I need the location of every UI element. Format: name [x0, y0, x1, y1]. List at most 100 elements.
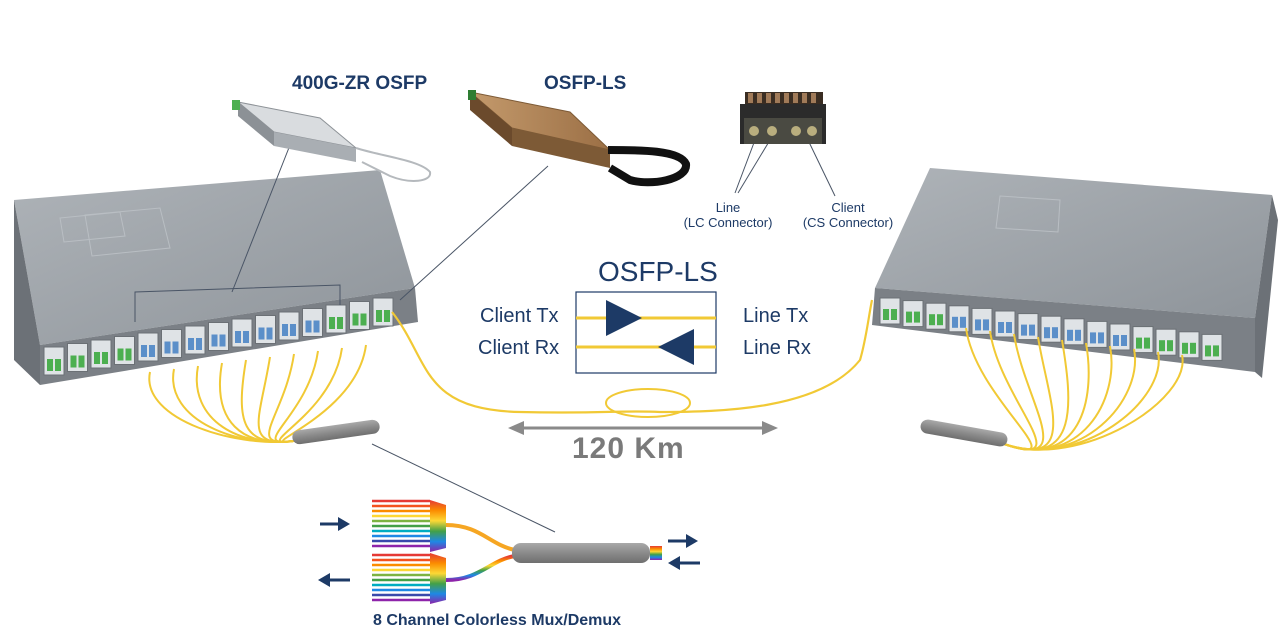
- port-connector: [1190, 342, 1196, 354]
- fiber-strand: [240, 359, 301, 443]
- port-connector: [384, 310, 390, 322]
- right-mux-tube: [920, 419, 1008, 447]
- mux-arrows: [318, 517, 700, 587]
- left-mux-tube: [292, 419, 380, 445]
- fiber-cables: [148, 327, 1184, 451]
- port-connector: [1205, 345, 1211, 357]
- port-connector: [998, 322, 1004, 333]
- mux-demux-caption: 8 Channel Colorless Mux/Demux: [373, 612, 622, 629]
- right-switch-ports: [879, 297, 1223, 361]
- port-connector: [360, 313, 367, 326]
- rx-amplifier-icon: [658, 329, 694, 365]
- port-connector: [149, 345, 155, 357]
- port-connector: [290, 324, 296, 336]
- fiber-strand: [1003, 336, 1055, 451]
- port-connector: [1044, 327, 1050, 339]
- line-connector-label: Line (LC Connector): [672, 200, 784, 230]
- port-connector: [1029, 324, 1035, 336]
- port-connector: [952, 316, 958, 328]
- amplifier-box-title: OSFP-LS: [598, 256, 718, 287]
- port-connector: [235, 331, 241, 343]
- port-connector: [329, 317, 335, 329]
- port-connector: [243, 331, 249, 343]
- line-connector-type: (LC Connector): [683, 215, 773, 230]
- port-connector: [94, 352, 100, 364]
- ls-module-label: OSFP-LS: [544, 73, 627, 94]
- port-connector: [929, 314, 935, 326]
- port-connector: [883, 309, 889, 320]
- fiber-strand: [1003, 342, 1090, 451]
- port-connector: [1167, 340, 1173, 352]
- port-connector: [305, 320, 312, 333]
- port-connector: [1021, 324, 1027, 336]
- tx-amplifier-icon: [606, 300, 642, 336]
- left-switch-ports: [43, 297, 394, 376]
- port-connector: [188, 338, 194, 350]
- port-connector: [914, 311, 920, 323]
- port-connector: [983, 319, 989, 331]
- left-switch: [14, 170, 418, 385]
- port-connector: [47, 359, 53, 371]
- port-connector: [1159, 340, 1165, 352]
- port-connector: [352, 313, 359, 326]
- port-connector: [937, 314, 943, 326]
- port-connector: [70, 355, 77, 368]
- port-connector: [172, 341, 179, 354]
- port-connector: [55, 359, 61, 371]
- port-connector: [906, 311, 912, 323]
- port-connector: [891, 309, 897, 320]
- line-tx-label: Line Tx: [743, 305, 809, 327]
- client-tx-label: Client Tx: [480, 305, 559, 327]
- port-connector: [258, 327, 265, 340]
- port-connector: [117, 348, 124, 361]
- port-connector: [376, 310, 382, 322]
- port-connector: [196, 338, 202, 350]
- port-connector: [1121, 335, 1127, 346]
- port-connector: [125, 348, 132, 361]
- zr-osfp-module: [232, 100, 432, 182]
- port-connector: [337, 317, 343, 329]
- fiber-strand: [268, 353, 301, 443]
- port-connector: [1182, 342, 1188, 354]
- amplifier-box: [575, 291, 717, 374]
- port-connector: [1213, 345, 1219, 357]
- port-connector: [211, 334, 218, 347]
- port-connector: [78, 355, 85, 368]
- mux-wavelength-lines: [372, 499, 430, 602]
- port-connector: [313, 320, 320, 333]
- port-connector: [164, 341, 171, 354]
- line-rx-label: Line Rx: [743, 337, 811, 359]
- port-connector: [1052, 327, 1058, 339]
- port-connector: [219, 334, 226, 347]
- port-connector: [1113, 335, 1119, 346]
- port-connector: [975, 319, 981, 331]
- client-connector-label: Client (CS Connector): [792, 200, 904, 230]
- port-connector: [1006, 322, 1012, 333]
- mux-demux-inset: [318, 499, 700, 604]
- port-connector: [1136, 337, 1142, 349]
- client-rx-label: Client Rx: [478, 337, 560, 359]
- port-connector: [282, 324, 288, 336]
- port-connector: [1067, 329, 1073, 341]
- port-connector: [1090, 332, 1096, 344]
- line-connector-title: Line: [715, 200, 741, 215]
- distance-label: 120 Km: [572, 432, 685, 465]
- line-fiber: [391, 299, 874, 414]
- client-connector-title: Client: [831, 200, 865, 215]
- port-connector: [102, 352, 108, 364]
- right-switch: [872, 168, 1278, 378]
- client-connector-type: (CS Connector): [802, 215, 894, 230]
- port-connector: [1075, 329, 1081, 341]
- distance-arrow: [508, 421, 778, 435]
- port-connector: [1144, 337, 1150, 349]
- port-connector: [266, 327, 273, 340]
- zr-module-label: 400G-ZR OSFP: [292, 73, 428, 94]
- port-connector: [960, 316, 966, 328]
- port-connector: [1098, 332, 1104, 344]
- fiber-strand: [172, 368, 301, 443]
- fiber-strand: [1003, 354, 1184, 451]
- connector-module: [740, 92, 826, 144]
- osfp-ls-module: [468, 90, 690, 187]
- fiber-strand: [282, 344, 367, 443]
